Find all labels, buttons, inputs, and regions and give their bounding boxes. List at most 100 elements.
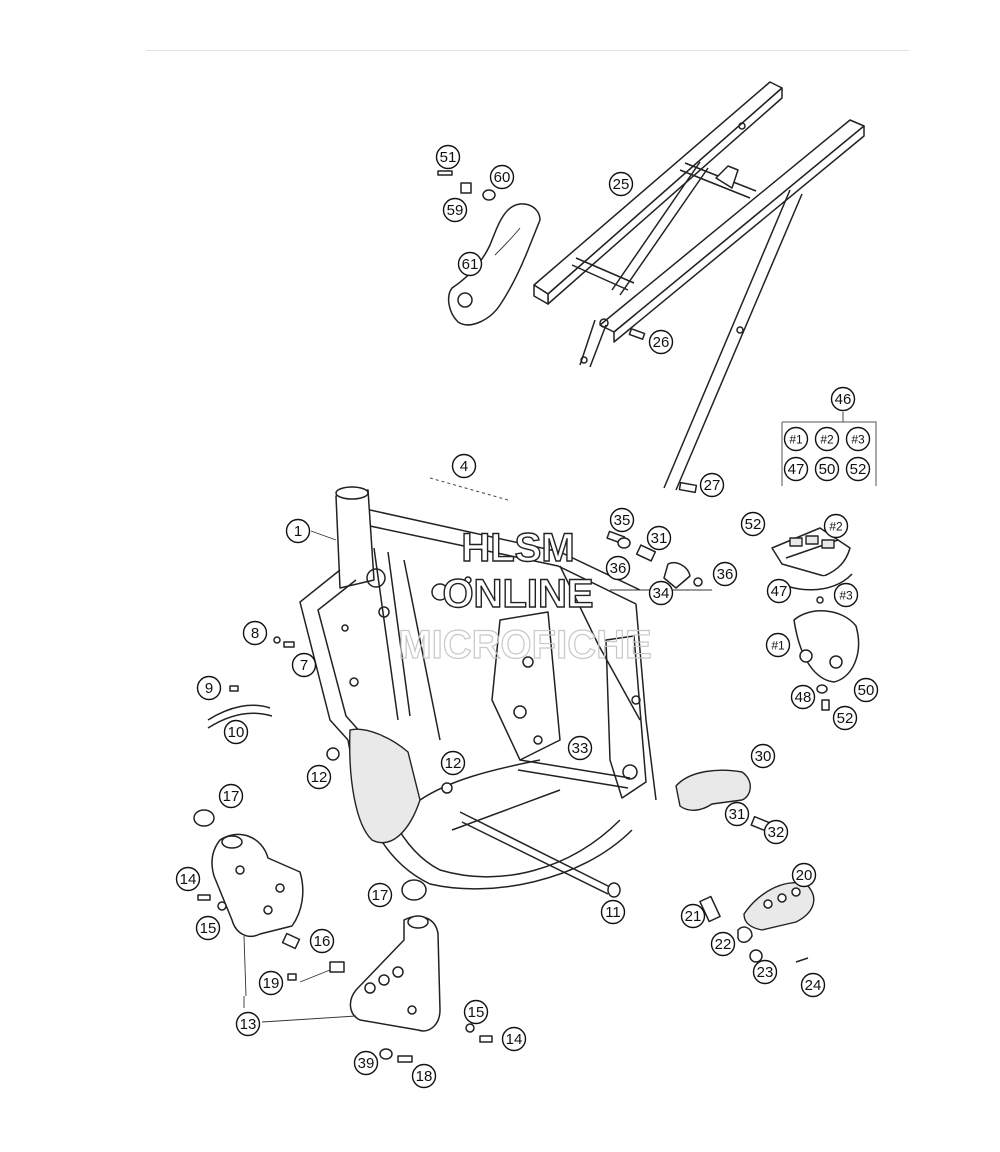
svg-text:#1: #1 — [789, 433, 803, 447]
callout-46: 46 — [830, 386, 856, 412]
frame-protector-right — [349, 915, 441, 1032]
callout-47: 47 — [766, 578, 792, 604]
callout-label: 12 — [311, 769, 328, 786]
callout-label: 52 — [837, 710, 854, 727]
decal-strip-4 — [429, 477, 509, 501]
callout-label: 4 — [460, 458, 468, 475]
callout-label: 61 — [462, 256, 479, 273]
variant-label-3: #3 — [833, 582, 859, 608]
frame-guard — [437, 170, 541, 326]
callout-12: 12 — [306, 764, 332, 790]
callout-31: 31 — [724, 801, 750, 827]
callout-label: 13 — [240, 1016, 257, 1033]
callout-label: 34 — [653, 585, 670, 602]
callout-16: 16 — [309, 928, 335, 954]
callout-label: 7 — [300, 657, 308, 674]
callout-14: 14 — [175, 866, 201, 892]
svg-text:#3: #3 — [839, 589, 853, 603]
callout-59: 59 — [442, 197, 468, 223]
legend-variant-3: #3 — [845, 426, 871, 452]
callout-label: 17 — [223, 788, 240, 805]
callout-10: 10 — [223, 719, 249, 745]
svg-text:#3: #3 — [851, 433, 865, 447]
legend-variant-2: #2 — [814, 426, 840, 452]
callout-label: 52 — [745, 516, 762, 533]
svg-text:#1: #1 — [771, 639, 785, 653]
callout-11: 11 — [600, 899, 626, 925]
variant-label-2: #2 — [823, 513, 849, 539]
callout-48: 48 — [790, 684, 816, 710]
callout-label: 39 — [358, 1055, 375, 1072]
callout-51: 51 — [435, 144, 461, 170]
callout-15: 15 — [195, 915, 221, 941]
callout-label: 50 — [858, 682, 875, 699]
callout-label: 31 — [729, 806, 746, 823]
callout-label: 25 — [613, 176, 630, 193]
callout-label: 19 — [263, 975, 280, 992]
callout-1: 1 — [285, 518, 311, 544]
watermark-line-2: ONLINE — [442, 572, 593, 616]
callout-27: 27 — [699, 472, 725, 498]
callout-52: 52 — [832, 705, 858, 731]
top-divider — [146, 50, 909, 51]
callout-label: 46 — [835, 391, 852, 408]
legend-variant-1: #1 — [783, 426, 809, 452]
main-frame — [299, 486, 657, 890]
callout-label: 11 — [605, 904, 621, 921]
legend-box-46 — [781, 421, 877, 486]
callout-47: 47 — [783, 456, 809, 482]
callout-61: 61 — [457, 251, 483, 277]
svg-text:#2: #2 — [820, 433, 834, 447]
callout-label: 1 — [294, 523, 302, 540]
callout-18: 18 — [411, 1063, 437, 1089]
callout-label: 24 — [805, 977, 822, 994]
callout-label: 21 — [685, 908, 702, 925]
callout-label: 48 — [795, 689, 812, 706]
callout-33: 33 — [567, 735, 593, 761]
callout-52: 52 — [740, 511, 766, 537]
callout-19: 19 — [258, 970, 284, 996]
callout-label: 18 — [416, 1068, 433, 1085]
callout-15: 15 — [463, 999, 489, 1025]
callout-36: 36 — [712, 561, 738, 587]
svg-text:#2: #2 — [829, 520, 843, 534]
callout-31: 31 — [646, 525, 672, 551]
watermark-line-1: HLSM — [461, 526, 574, 570]
callout-label: 15 — [468, 1004, 485, 1021]
cable-tie-17b — [401, 879, 427, 901]
callout-21: 21 — [680, 903, 706, 929]
callout-52: 52 — [845, 456, 871, 482]
callout-label: 9 — [205, 680, 213, 697]
callout-32: 32 — [763, 819, 789, 845]
callout-14: 14 — [501, 1026, 527, 1052]
callout-label: 10 — [228, 724, 245, 741]
callout-50: 50 — [814, 456, 840, 482]
callout-label: 8 — [251, 625, 259, 642]
callout-label: 23 — [757, 964, 774, 981]
callout-8: 8 — [242, 620, 268, 646]
bolt-26 — [628, 328, 646, 340]
callout-layer: 1478910111212131414151516171718192021222… — [175, 144, 879, 1089]
small-fasteners — [197, 636, 493, 1063]
callout-25: 25 — [608, 171, 634, 197]
callout-17: 17 — [367, 882, 393, 908]
callout-26: 26 — [648, 329, 674, 355]
callout-13: 13 — [235, 1011, 261, 1037]
callout-20: 20 — [791, 862, 817, 888]
callout-label: 15 — [200, 920, 217, 937]
callout-label: 30 — [755, 748, 772, 765]
axle-bolt-11 — [459, 811, 621, 898]
callout-9: 9 — [196, 675, 222, 701]
callout-12: 12 — [440, 750, 466, 776]
callout-label: 47 — [788, 461, 805, 478]
callout-label: 52 — [850, 461, 867, 478]
callout-label: 22 — [715, 936, 732, 953]
callout-24: 24 — [800, 972, 826, 998]
watermark: HLSM ONLINE MICROFICHE — [398, 525, 653, 667]
callout-label: 60 — [494, 169, 511, 186]
callout-22: 22 — [710, 931, 736, 957]
callout-label: 20 — [796, 867, 813, 884]
callout-label: 14 — [506, 1031, 523, 1048]
side-stand-bolt-group — [606, 530, 703, 589]
callout-36: 36 — [605, 555, 631, 581]
